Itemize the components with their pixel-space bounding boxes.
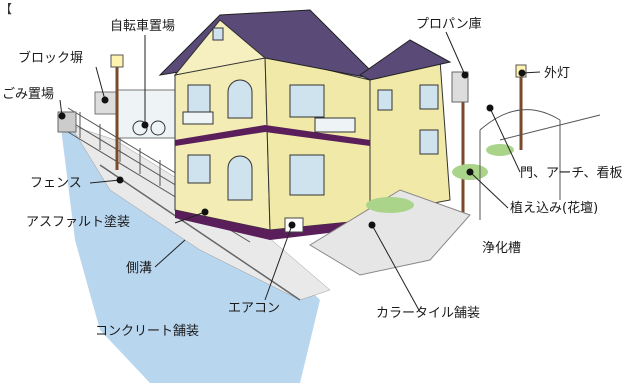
gutter-line bbox=[99, 164, 301, 301]
gate-arch bbox=[479, 109, 601, 220]
label-bicycle-shed: 自転車置場 bbox=[110, 19, 176, 34]
bicycle-shed bbox=[117, 89, 184, 139]
label-garbage-area: ごみ置場 bbox=[2, 87, 55, 102]
label-gate-arch-sign: 門、アーチ、看板 bbox=[520, 166, 623, 181]
label-color-tile: カラータイル舗装 bbox=[376, 306, 481, 321]
propane-storage bbox=[451, 71, 469, 103]
house-gable bbox=[173, 19, 267, 76]
label-concrete: コンクリート舗装 bbox=[95, 324, 200, 339]
label-outdoor-light: 外灯 bbox=[544, 66, 571, 81]
balconies bbox=[182, 111, 356, 133]
label-block-wall: ブロック塀 bbox=[18, 51, 84, 66]
second-windows bbox=[377, 84, 439, 155]
label-propane: プロパン庫 bbox=[416, 17, 482, 32]
floor-band bbox=[175, 125, 370, 146]
top-fragment: 【 bbox=[0, 2, 13, 16]
label-fence: フェンス bbox=[30, 176, 82, 191]
second-roof bbox=[359, 39, 452, 81]
house-windows bbox=[187, 27, 325, 201]
leader-dots bbox=[58, 69, 526, 229]
label-gutter: 側溝 bbox=[126, 261, 153, 276]
label-flower-bed: 植え込み(花壇) bbox=[510, 201, 599, 216]
label-aircon: エアコン bbox=[228, 301, 281, 316]
house-base bbox=[175, 210, 370, 240]
label-septic-tank: 浄化槽 bbox=[482, 241, 522, 256]
label-asphalt: アスファルト塗装 bbox=[26, 215, 131, 230]
leader-lines bbox=[59, 31, 541, 313]
